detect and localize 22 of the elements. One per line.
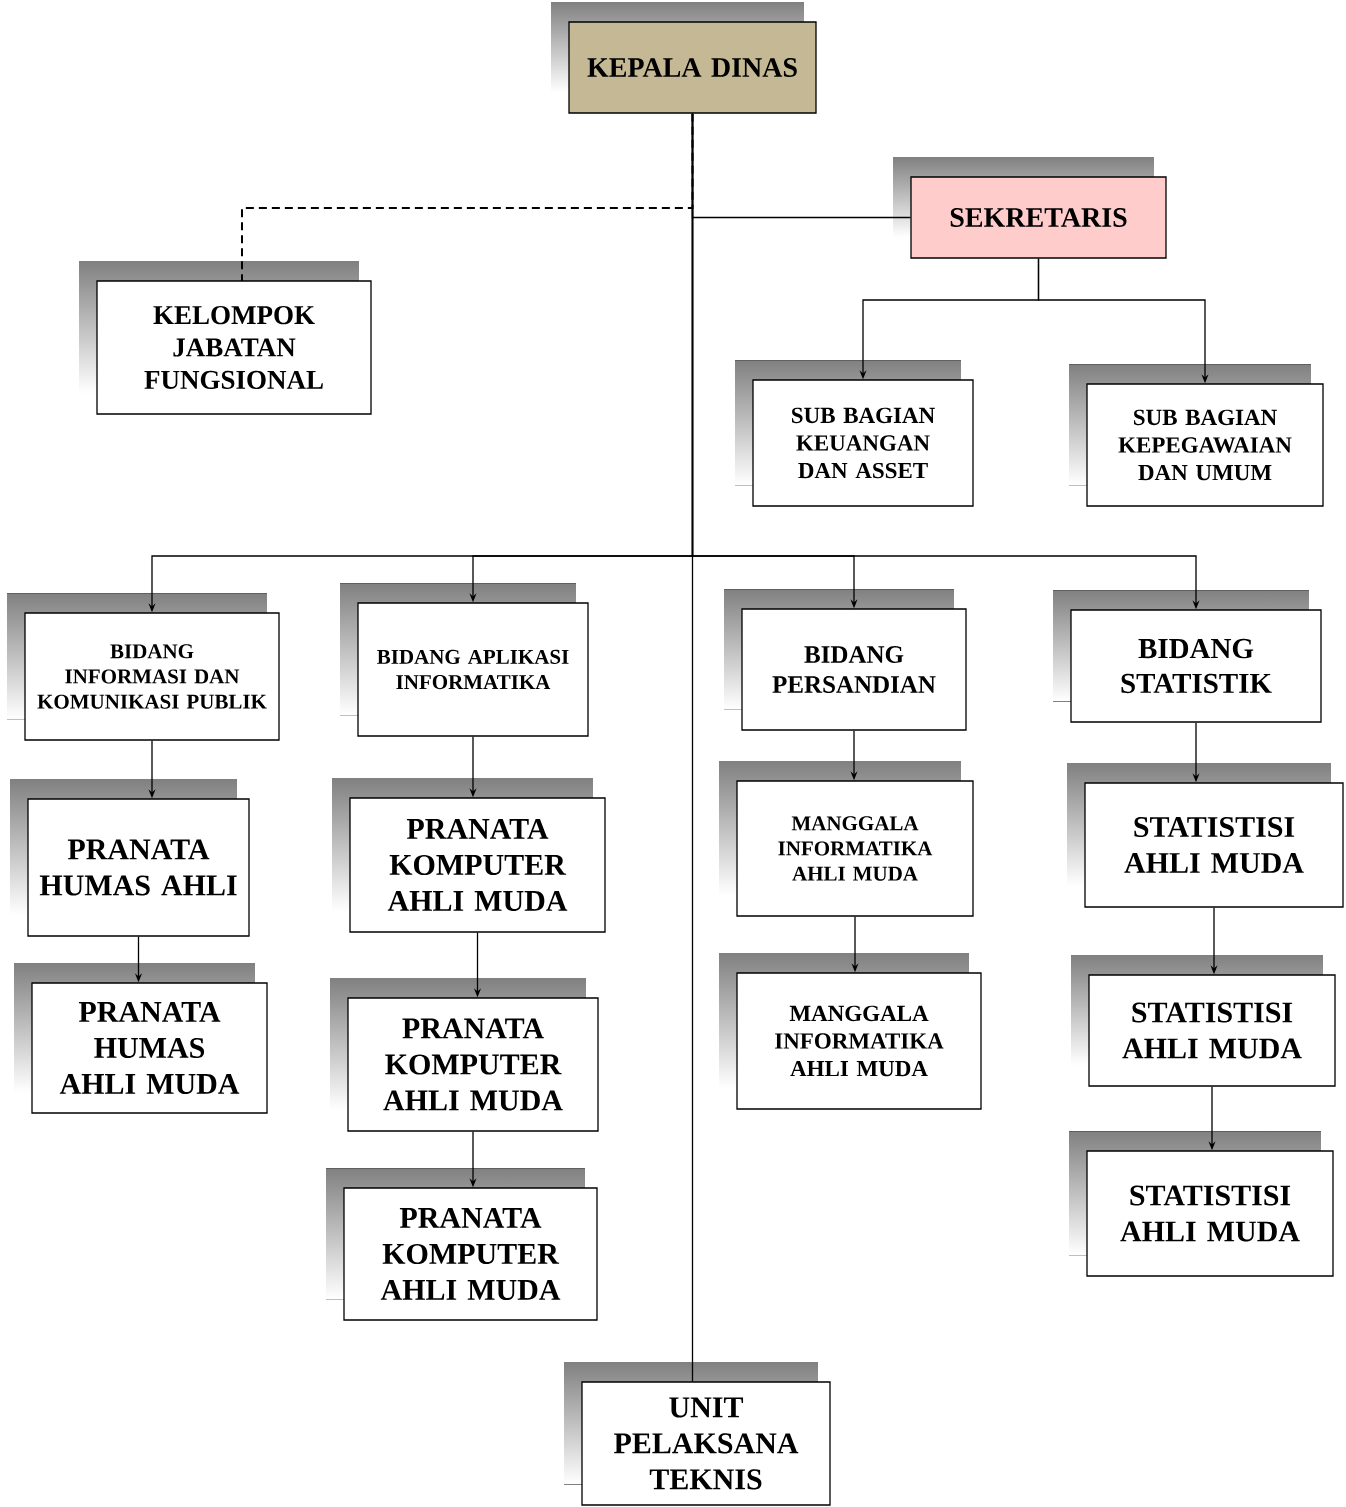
org-box: SEKRETARIS (893, 157, 1167, 259)
org-box: KELOMPOK JABATAN FUNGSIONAL (79, 261, 372, 415)
org-box: SUB BAGIAN KEPEGAWAIAN DAN UMUM (1069, 364, 1324, 507)
org-box: STATISTISI AHLI MUDA (1069, 1131, 1334, 1277)
org-box: STATISTISI AHLI MUDA (1071, 955, 1336, 1087)
org-box: MANGGALA INFORMATIKA AHLI MUDA (719, 761, 974, 917)
org-box: BIDANG APLIKASI INFORMATIKA (340, 583, 589, 737)
org-box: BIDANG STATISTIK (1053, 590, 1322, 723)
org-box: PRANATA KOMPUTER AHLI MUDA (326, 1168, 598, 1321)
org-box: KEPALA DINAS (551, 2, 817, 114)
org-box: PRANATA HUMAS AHLI MUDA (14, 963, 268, 1114)
connector (691, 113, 694, 1382)
org-box: BIDANG INFORMASI DAN KOMUNIKASI PUBLIK (7, 593, 280, 741)
org-box: STATISTISI AHLI MUDA (1067, 763, 1344, 908)
org-box: PRANATA KOMPUTER AHLI MUDA (332, 778, 606, 933)
org-box: BIDANG PERSANDIAN (724, 589, 967, 731)
org-box: UNIT PELAKSANA TEKNIS (564, 1362, 831, 1506)
org-box: MANGGALA INFORMATIKA AHLI MUDA (719, 953, 982, 1110)
org-box: SUB BAGIAN KEUANGAN DAN ASSET (735, 360, 974, 507)
org-box: PRANATA HUMAS AHLI (10, 779, 250, 937)
org-box: PRANATA KOMPUTER AHLI MUDA (330, 978, 599, 1132)
connector (241, 112, 694, 282)
